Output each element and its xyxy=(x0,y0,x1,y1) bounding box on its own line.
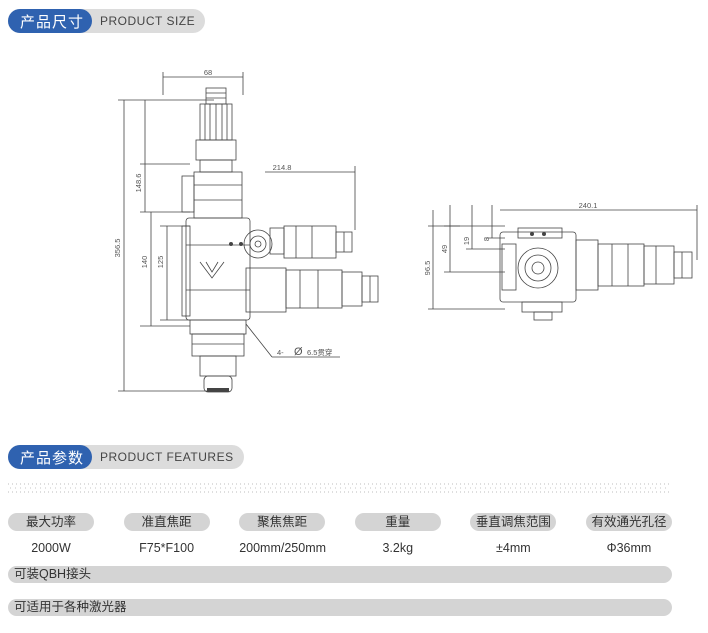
feature-collimation-focal: 准直焦距 F75*F100 xyxy=(123,513,210,555)
feature-value: ±4mm xyxy=(496,541,531,555)
feature-label: 重量 xyxy=(354,513,441,531)
feature-value: Φ36mm xyxy=(606,541,652,555)
note-qbh: 可装QBH接头 xyxy=(8,566,672,583)
product-size-title-en: PRODUCT SIZE xyxy=(100,14,196,28)
dim-right-8: 8 xyxy=(482,237,491,241)
product-features-title-en: PRODUCT FEATURES xyxy=(100,450,234,464)
feature-value: F75*F100 xyxy=(139,541,195,555)
dim-total-height: 356.5 xyxy=(113,239,122,258)
dim-inner-height: 125 xyxy=(156,256,165,269)
note-lasers: 可适用于各种激光器 xyxy=(8,599,672,616)
feature-value: 3.2kg xyxy=(382,541,414,555)
feature-value: 200mm/250mm xyxy=(239,541,327,555)
product-size-title-cn: 产品尺寸 xyxy=(8,9,93,33)
product-features-pill: 产品参数 PRODUCT FEATURES xyxy=(8,445,244,469)
features-grid: 最大功率 2000W 准直焦距 F75*F100 聚焦焦距 200mm/250m… xyxy=(8,513,672,555)
feature-weight: 重量 3.2kg xyxy=(354,513,441,555)
dim-hole-note: 6.5贯穿 xyxy=(307,347,332,357)
dimension-drawing: 68 214.8 356.5 148.6 140 125 4- Ø 6.5贯穿 … xyxy=(113,68,698,393)
dotted-separator xyxy=(8,483,670,493)
feature-clear-aperture: 有效通光孔径 Φ36mm xyxy=(585,513,672,555)
dim-right-height: 96.5 xyxy=(423,261,432,276)
feature-label: 有效通光孔径 xyxy=(585,513,672,531)
product-features-title-cn: 产品参数 xyxy=(8,445,93,469)
feature-value: 2000W xyxy=(31,541,71,555)
dim-mid-height: 140 xyxy=(140,256,149,269)
dim-hole-prefix: 4- xyxy=(277,348,284,357)
dim-right-19: 19 xyxy=(462,237,471,245)
feature-label: 准直焦距 xyxy=(123,513,210,531)
feature-label: 最大功率 xyxy=(8,513,94,531)
product-size-pill: 产品尺寸 PRODUCT SIZE xyxy=(8,9,206,33)
feature-vertical-focus-range: 垂直调焦范围 ±4mm xyxy=(470,513,557,555)
product-features-header: 产品参数 PRODUCT FEATURES xyxy=(8,445,244,469)
product-size-header: 产品尺寸 PRODUCT SIZE xyxy=(8,9,206,33)
dim-right-49: 49 xyxy=(440,245,449,253)
feature-label: 聚焦焦距 xyxy=(239,513,326,531)
feature-label: 垂直调焦范围 xyxy=(470,513,557,531)
feature-focusing-focal: 聚焦焦距 200mm/250mm xyxy=(239,513,327,555)
dim-reach-left: 214.8 xyxy=(273,163,292,172)
diameter-symbol: Ø xyxy=(294,346,303,358)
dim-upper-height: 148.6 xyxy=(134,174,143,193)
dim-reach-right: 240.1 xyxy=(579,201,598,210)
feature-max-power: 最大功率 2000W xyxy=(8,513,94,555)
dim-top-width: 68 xyxy=(204,68,212,77)
